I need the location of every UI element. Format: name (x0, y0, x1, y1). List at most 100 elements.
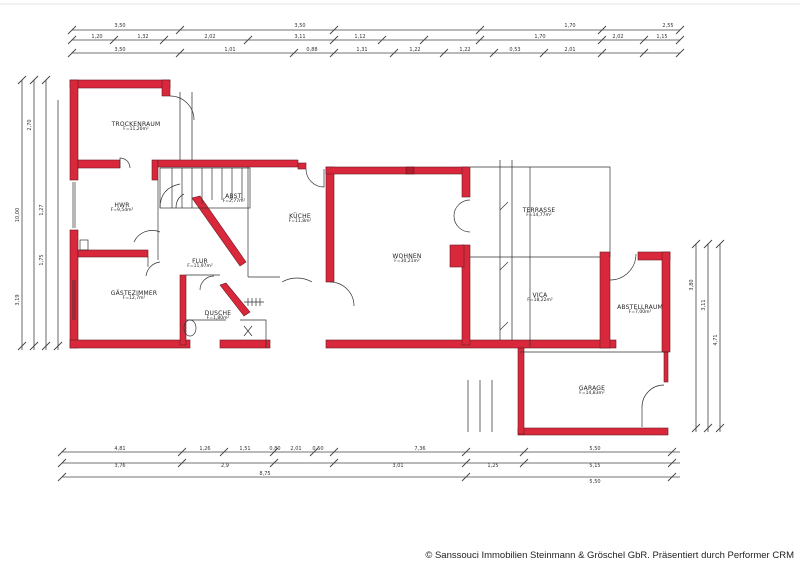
dim-left-2: 3,19 (15, 294, 21, 305)
room-name: FLUR (192, 258, 208, 265)
dim-top-2-1: 1,20 (91, 34, 102, 40)
wall-wohnen-stub (449, 244, 465, 268)
room-garage: GARAGE F=14,83m² (570, 385, 614, 397)
dim-top-2-7: 2,02 (612, 34, 623, 40)
room-area: F=1,80m² (206, 316, 230, 322)
radiator-icon (244, 298, 264, 306)
door-dusche-icon (199, 275, 215, 291)
dim-bottom-3-2: 5,50 (589, 479, 600, 485)
wall-hwr-bottom (77, 249, 149, 258)
room-name: VICA (532, 292, 548, 299)
room-name: KÜCHE (289, 213, 311, 220)
dim-bottom-1-6: 0,50 (312, 446, 323, 452)
room-area: F=18,22m² (527, 298, 553, 304)
room-area: F=7,00m² (628, 310, 652, 316)
wall-wohnen-right (461, 244, 471, 346)
room-name: TERRASSE (522, 207, 556, 214)
wall-bottom-outer-mid (219, 339, 271, 349)
dim-top-3-7: 0,53 (509, 47, 520, 53)
dim-bottom-2-4: 1,25 (487, 463, 498, 469)
dim-top-2-4: 3,11 (294, 34, 305, 40)
door-wohnen-icon (453, 199, 471, 233)
door-abstellraum-icon (609, 253, 637, 281)
door-trockenraum-icon (169, 95, 195, 121)
dim-bottom-1-7: 7,36 (414, 446, 425, 452)
window-left-icon (72, 182, 76, 320)
wall-abstellraum-left (599, 251, 611, 349)
door-hwr-icon (119, 157, 131, 169)
dim-bottom-3-1: 8,75 (259, 471, 270, 477)
dim-top-3-4: 1,31 (356, 47, 367, 53)
wall-trockenraum-bottom-a (77, 159, 121, 169)
room-abst: ABST. F=2,77m² (214, 193, 254, 205)
room-wohnen: WOHNEN F=30,21m² (380, 253, 434, 265)
room-name: GARAGE (578, 385, 606, 392)
dim-bottom-2-1: 3,76 (114, 463, 125, 469)
room-area: F=30,21m² (394, 259, 420, 265)
room-name: GÄSTEZIMMER (110, 290, 158, 297)
dim-top-3-8: 2,01 (564, 47, 575, 53)
dim-top-2-2: 1,32 (137, 34, 148, 40)
room-abstellraum: ABSTELLRAUM F=7,00m² (614, 304, 666, 316)
room-name: TROCKENRAUM (111, 121, 161, 128)
dim-top-3-6: 1,22 (459, 47, 470, 53)
wall-trockenraum-top (69, 79, 171, 89)
dim-left-3: 2,70 (27, 119, 33, 130)
shower-icon (243, 325, 253, 337)
dim-right-3: 4,71 (713, 334, 719, 345)
dim-top-1-4: 2,55 (662, 23, 673, 29)
dim-bottom-1-8: 5,50 (589, 446, 600, 452)
room-dusche: DUSCHE F=1,80m² (198, 310, 238, 322)
room-kueche: KÜCHE F=11,8m² (280, 213, 320, 225)
door-entry-icon (281, 277, 355, 307)
stairs-treads-icon (171, 168, 243, 208)
dim-left-4: 1,27 (39, 204, 45, 215)
dim-top-3-1: 3,50 (114, 47, 125, 53)
room-flur: FLUR F=11,97m² (180, 258, 220, 270)
wall-wohnen-top-window (405, 166, 415, 175)
wall-left-outer-bottom (69, 229, 79, 349)
wall-abstellraum-right (661, 251, 671, 353)
wall-bottom-outer-right (325, 339, 617, 349)
dim-top-3-5: 1,22 (409, 47, 420, 53)
room-name: ABSTELLRAUM (617, 304, 663, 311)
room-area: F=14,83m² (579, 391, 605, 397)
wall-flur-diagonal (191, 195, 247, 267)
room-trockenraum: TROCKENRAUM F=11,20m² (110, 121, 162, 133)
dim-top-2-6: 1,70 (534, 34, 545, 40)
sink-icon (79, 239, 89, 251)
wall-wohnen-right-top (461, 166, 471, 198)
room-name: WOHNEN (392, 253, 422, 260)
wall-trockenraum-right (161, 79, 171, 97)
dim-bottom-1-2: 1,26 (199, 446, 210, 452)
wall-garage-right (663, 351, 669, 383)
toilet-icon (183, 319, 197, 337)
wall-bottom-outer-left (69, 339, 191, 349)
room-gaestezimmer: GÄSTEZIMMER F=12,7m² (104, 290, 164, 302)
room-area: F=11,8m² (288, 219, 312, 225)
copyright-footer: © Sanssouci Immobilien Steinmann & Grösc… (425, 550, 794, 561)
dim-bottom-1-3: 1,51 (239, 446, 250, 452)
dim-top-1-1: 3,50 (114, 23, 125, 29)
wall-mid-horizontal (157, 159, 299, 168)
stairs-outline (159, 167, 251, 209)
dim-top-1-2: 3,50 (294, 23, 305, 29)
door-flur-left-icon (133, 230, 161, 243)
door-kueche-icon (305, 168, 325, 188)
wall-kueche-top-right (297, 162, 307, 170)
wall-dusche-left (179, 274, 187, 346)
dim-top-3-2: 1,01 (224, 47, 235, 53)
wall-hwr-right (151, 159, 159, 181)
wall-flur-diagonal-2 (219, 282, 251, 317)
wall-garage-bottom (517, 427, 669, 436)
dimension-ticks (17, 25, 725, 482)
room-area: F=11,20m² (123, 127, 149, 133)
room-area: F=9,54m² (110, 208, 134, 214)
dimension-lines (21, 29, 721, 478)
room-name: ABST. (225, 193, 243, 200)
room-area: F=14,77m² (526, 213, 552, 219)
dim-bottom-2-5: 5,15 (589, 463, 600, 469)
wall-wohnen-top (325, 166, 469, 175)
dim-bottom-1-4: 0,80 (269, 446, 280, 452)
